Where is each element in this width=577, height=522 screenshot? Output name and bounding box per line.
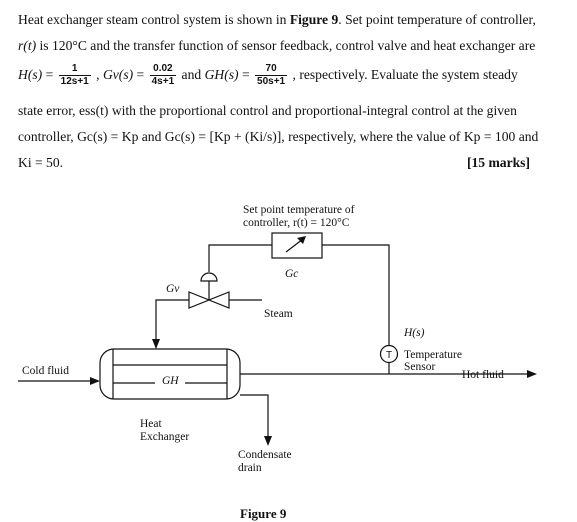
heat-exchanger-label-line-1: Heat [140, 418, 162, 430]
condensate-label-line-1: Condensate [238, 449, 292, 461]
marks-label: [15 marks] [466, 155, 530, 170]
controller-arrow-head [297, 236, 306, 244]
text-segment: . Set point temperature of controller, [338, 12, 536, 27]
heat-exchanger-shell [99, 348, 241, 400]
heat-exchanger-tf-label: GH [160, 375, 181, 388]
figure-reference: Figure 9 [289, 12, 339, 27]
valve-body-left [188, 291, 211, 309]
hot-fluid-label: Hot fluid [462, 369, 504, 381]
hx-tf-symbol: GH(s) [204, 67, 239, 82]
setpoint-symbol: r(t) [18, 38, 37, 53]
sensor-label-line-1: Temperature [404, 349, 462, 361]
controller-label: Gc [285, 268, 299, 280]
drain-arrowhead [264, 436, 272, 446]
fraction-denominator: 12s+1 [60, 76, 89, 88]
cold-fluid-label: Cold fluid [22, 365, 69, 377]
fraction-numerator: 0.02 [149, 63, 177, 77]
condensate-label-line-2: drain [238, 462, 262, 474]
controller-arrow-shaft [285, 238, 304, 253]
setpoint-label-line-2: controller, r(t) = 120°C [243, 217, 350, 229]
text-segment: is 120°C and the transfer function of se… [36, 38, 536, 53]
valve-tf-symbol: Gv(s) [102, 67, 134, 82]
condensate-drain-line [240, 394, 269, 438]
sensor-tf-symbol: H(s) [18, 67, 43, 82]
question-line-4: state error, ess(t) with the proportiona… [18, 103, 517, 118]
question-text: Heat exchanger steam control system is s… [18, 8, 538, 178]
fraction-numerator: 1 [58, 63, 91, 77]
valve-label: Gv [166, 283, 180, 295]
sensor-label-line-2: Sensor [404, 361, 436, 373]
fraction-denominator: 4s+1 [151, 76, 175, 88]
hot-fluid-arrowhead [527, 370, 537, 378]
figure-caption: Figure 9 [240, 506, 287, 521]
equals-sign: = [133, 67, 148, 82]
equals-sign: = [42, 67, 57, 82]
equals-sign: = [238, 67, 254, 82]
sensor-symbol: T [386, 350, 392, 361]
fraction-numerator: 70 [255, 63, 288, 77]
cold-fluid-arrowhead [90, 377, 100, 385]
fraction-denominator: 50s+1 [257, 76, 286, 88]
valve-body-right [207, 291, 230, 309]
text-segment: Heat exchanger steam control system is s… [18, 12, 290, 27]
steam-inlet-line [155, 299, 189, 348]
separator: , [92, 67, 103, 82]
controller-box [271, 232, 323, 259]
question-line-1: Heat exchanger steam control system is s… [18, 8, 536, 33]
setpoint-label-line-1: Set point temperature of [243, 204, 355, 216]
text-segment: , respectively. Evaluate the system stea… [289, 67, 518, 82]
question-line-6: Ki = 50. [18, 155, 64, 170]
text-segment: and [178, 67, 205, 82]
steam-label: Steam [264, 308, 293, 320]
steam-inlet-arrowhead [152, 339, 160, 349]
sensor-tf-label: H(s) [404, 327, 425, 339]
heat-exchanger-label-line-2: Exchanger [140, 431, 190, 443]
question-line-5: controller, Gc(s) = Kp and Gc(s) = [Kp +… [18, 129, 539, 144]
controller-output-line [208, 244, 272, 272]
question-line-2: r(t) is 120°C and the transfer function … [18, 34, 535, 59]
valve-actuator [200, 272, 218, 282]
feedback-line [322, 244, 390, 345]
